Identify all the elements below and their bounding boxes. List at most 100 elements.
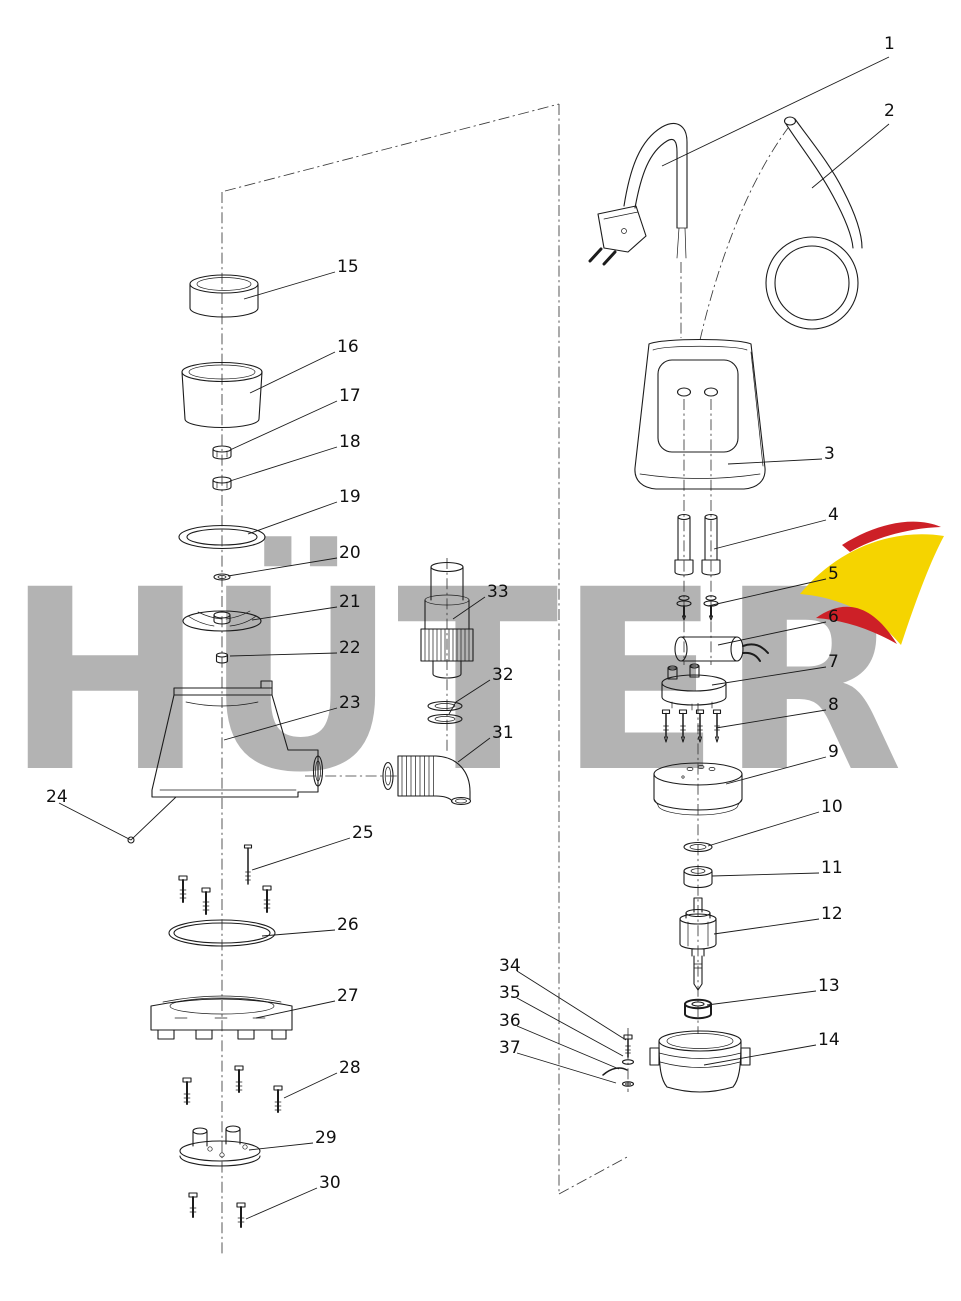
- leader-line-3: [727, 458, 823, 465]
- leader-line-21: [251, 606, 338, 621]
- flag-red-bottom-swoosh: [816, 606, 897, 644]
- leader-line-13: [706, 990, 817, 1006]
- part-4-posts: [674, 513, 721, 576]
- part-34-screw: [623, 1034, 633, 1058]
- part-31-elbow-fitting: [382, 755, 472, 806]
- leader-line-6: [717, 621, 827, 646]
- leader-line-19: [247, 501, 338, 535]
- callout-label-7: 7: [828, 652, 839, 672]
- part-17-nut: [212, 445, 232, 460]
- part-3-motor-housing: [634, 338, 766, 490]
- callout-label-6: 6: [828, 607, 839, 627]
- part-14-bottom-housing: [649, 1030, 751, 1093]
- leader-line-10: [707, 811, 820, 847]
- callout-label-24: 24: [46, 787, 68, 807]
- leader-line-5: [707, 578, 827, 607]
- leader-line-12: [713, 918, 820, 935]
- leader-lines: [58, 56, 890, 1220]
- leader-line-34: [516, 970, 627, 1041]
- leader-line-4: [713, 519, 827, 550]
- part-36-pin: [602, 1067, 628, 1076]
- leader-line-18: [229, 446, 338, 482]
- callout-label-13: 13: [818, 976, 840, 996]
- callout-label-32: 32: [492, 665, 514, 685]
- leader-line-16: [249, 351, 336, 394]
- leader-line-2: [811, 123, 890, 189]
- part-33-hose-adapter: [420, 561, 474, 679]
- part-20-washer: [213, 573, 231, 581]
- part-26-o-ring: [168, 919, 276, 947]
- leader-line-9: [725, 756, 827, 785]
- callout-label-4: 4: [828, 505, 839, 525]
- part-8-screws: [661, 709, 722, 743]
- callout-label-35: 35: [499, 983, 521, 1003]
- part-1-power-cord-plug: [588, 123, 688, 266]
- callout-label-12: 12: [821, 904, 843, 924]
- part-12-rotor: [679, 897, 717, 991]
- leader-line-8: [715, 709, 827, 729]
- callout-label-34: 34: [499, 956, 521, 976]
- brand-flag-graphic: [800, 521, 944, 645]
- callout-label-19: 19: [339, 487, 361, 507]
- callout-label-27: 27: [337, 986, 359, 1006]
- callout-label-16: 16: [337, 337, 359, 357]
- callout-label-11: 11: [821, 858, 843, 878]
- callout-label-23: 23: [339, 693, 361, 713]
- callout-label-3: 3: [824, 444, 835, 464]
- leader-line-27: [255, 1000, 336, 1019]
- callout-label-25: 25: [352, 823, 374, 843]
- leader-line-7: [711, 666, 827, 686]
- leader-line-1: [661, 56, 890, 167]
- callout-label-15: 15: [337, 257, 359, 277]
- callout-label-30: 30: [319, 1173, 341, 1193]
- part-13-bearing: [684, 998, 712, 1020]
- callout-label-29: 29: [315, 1128, 337, 1148]
- watermark-text: HÜTER: [6, 536, 903, 827]
- part-6-capacitor: [674, 636, 769, 662]
- leader-line-37: [516, 1052, 617, 1084]
- part-9-stator-housing: [653, 762, 743, 816]
- callout-label-10: 10: [821, 797, 843, 817]
- callout-label-26: 26: [337, 915, 359, 935]
- leader-line-24: [58, 796, 177, 841]
- part-35-washer: [621, 1059, 635, 1065]
- callout-label-1: 1: [884, 34, 895, 54]
- part-24-point-marker: [127, 836, 135, 844]
- leader-line-15: [243, 271, 336, 300]
- part-2-float-cable: [765, 116, 863, 330]
- leader-line-17: [229, 400, 338, 451]
- leader-line-30: [245, 1187, 318, 1220]
- callout-label-17: 17: [339, 386, 361, 406]
- leader-line-11: [711, 872, 820, 877]
- callout-label-5: 5: [828, 564, 839, 584]
- callout-label-9: 9: [828, 742, 839, 762]
- callout-label-21: 21: [339, 592, 361, 612]
- leader-line-29: [248, 1142, 314, 1151]
- callout-label-20: 20: [339, 543, 361, 563]
- callout-label-8: 8: [828, 695, 839, 715]
- leader-line-31: [457, 737, 491, 763]
- part-28-screws: [182, 1065, 283, 1113]
- leader-line-28: [283, 1072, 338, 1099]
- leader-line-32: [448, 679, 491, 715]
- leader-line-35: [516, 997, 624, 1057]
- leader-line-25: [251, 837, 351, 871]
- callout-label-36: 36: [499, 1011, 521, 1031]
- callout-label-37: 37: [499, 1038, 521, 1058]
- parts: [127, 116, 863, 1228]
- part-32-washers: [427, 700, 463, 725]
- callout-label-14: 14: [818, 1030, 840, 1050]
- part-15-cap: [189, 274, 259, 318]
- part-22-nut: [215, 652, 229, 664]
- part-18-nut: [212, 476, 232, 491]
- leader-line-20: [227, 557, 338, 577]
- part-29-plate-assembly: [179, 1125, 261, 1167]
- part-30-screws: [188, 1192, 246, 1228]
- callout-label-2: 2: [884, 101, 895, 121]
- part-23-pump-housing: [151, 680, 324, 798]
- callout-label-18: 18: [339, 432, 361, 452]
- callout-label-31: 31: [492, 723, 514, 743]
- part-37-washer: [621, 1081, 635, 1087]
- part-19-gasket: [178, 524, 266, 550]
